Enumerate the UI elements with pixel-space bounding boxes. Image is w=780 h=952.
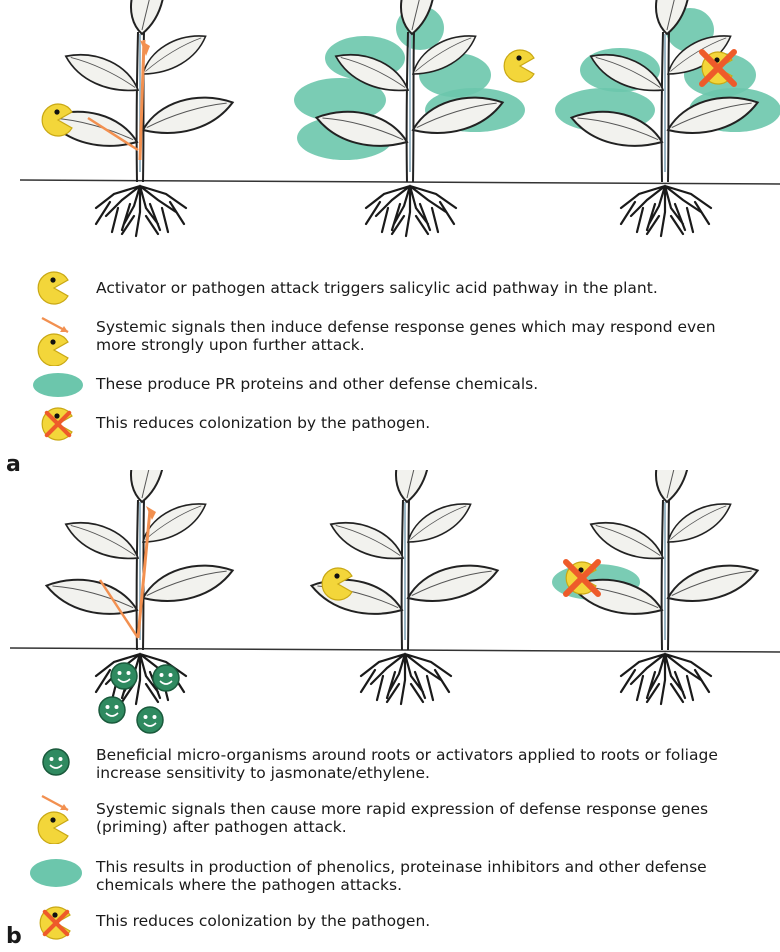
legend-b-2: Systemic signals then cause more rapid e…: [96, 800, 756, 836]
red-x-icon: [36, 406, 80, 442]
pathogen-icon: [504, 50, 534, 82]
plant-b1: [45, 470, 235, 733]
green-ellipse-icon: [30, 370, 86, 400]
legend-a-4: This reduces colonization by the pathoge…: [96, 414, 766, 432]
legend-b-3: This results in production of phenolics,…: [96, 858, 756, 894]
legend-b-4: This reduces colonization by the pathoge…: [96, 912, 756, 930]
plant-a1: [42, 0, 235, 236]
panel-b-plants: [0, 470, 780, 740]
pacman-pathogen-icon: [36, 270, 80, 308]
orange-arrow-icon: [36, 790, 80, 844]
green-ellipse-icon: [28, 856, 84, 890]
ground-line: [10, 648, 780, 652]
legend-a-1: Activator or pathogen attack triggers sa…: [96, 279, 766, 297]
legend-a-2: Systemic signals then induce defense res…: [96, 318, 736, 354]
smiley-microbe-icon: [38, 746, 78, 782]
panel-label-b: b: [6, 924, 22, 949]
legend-a-3: These produce PR proteins and other defe…: [96, 375, 766, 393]
microbe-icon: [111, 663, 137, 689]
ground-line: [20, 180, 780, 184]
plant-a2: [294, 0, 534, 236]
plant-b2: [310, 470, 500, 704]
panel-a-plants: [0, 0, 780, 265]
red-x-icon: [34, 905, 78, 941]
plant-a3: [555, 0, 780, 236]
legend-b-1: Beneficial micro-organisms around roots …: [96, 746, 756, 782]
plant-b3: [552, 470, 760, 704]
orange-arrow-icon: [36, 312, 80, 366]
